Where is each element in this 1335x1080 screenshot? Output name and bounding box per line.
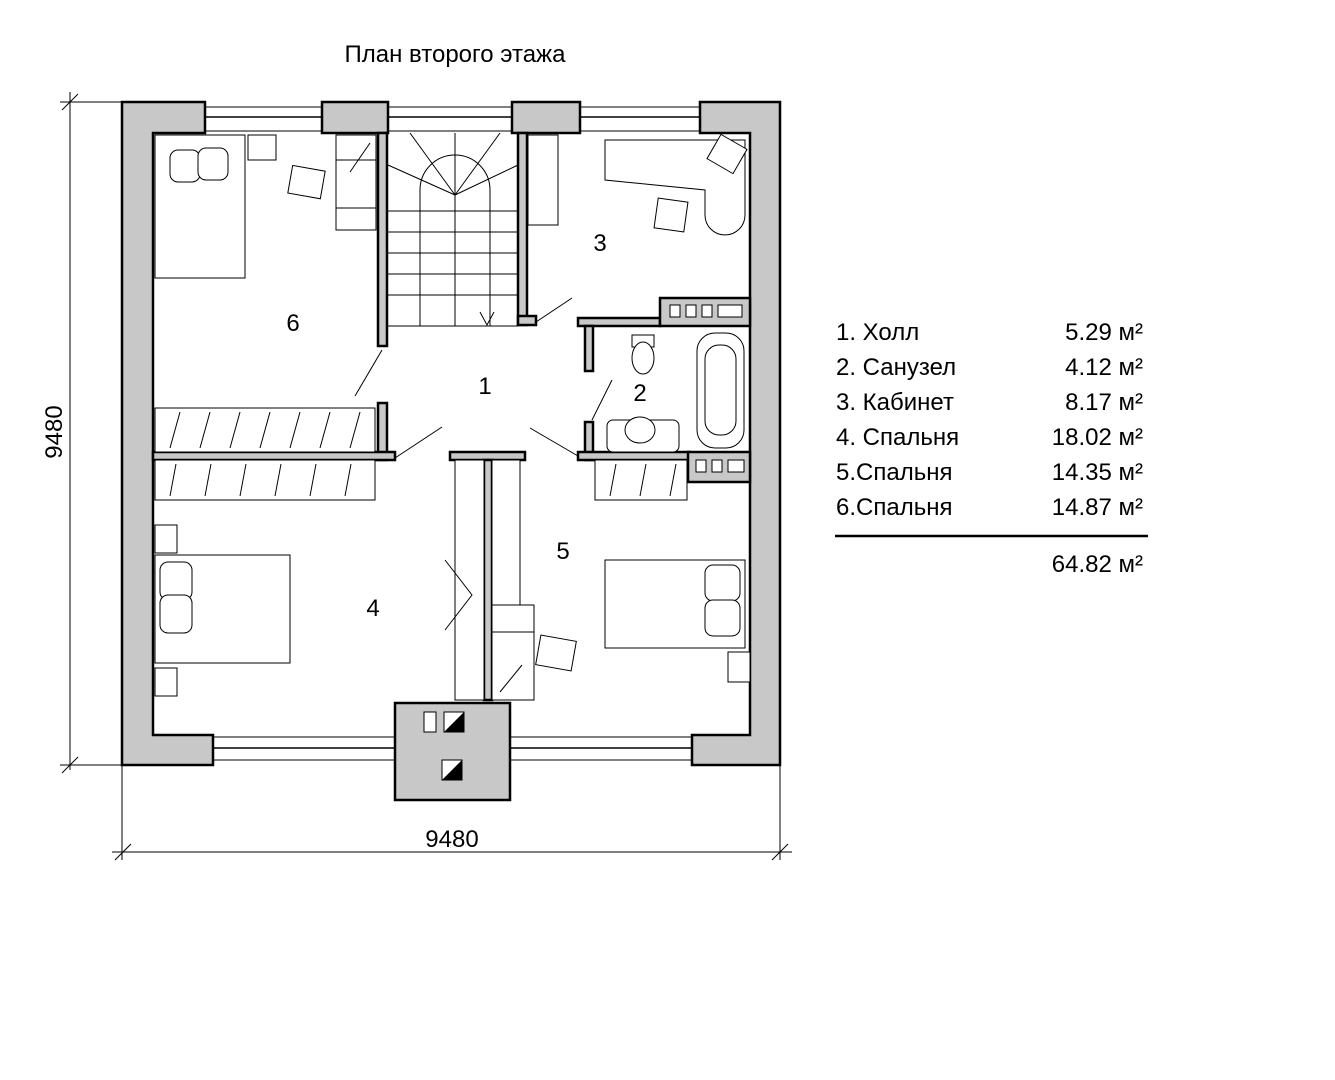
room-number-3: 3 [593, 230, 606, 257]
legend-room-area: 5.29 м² [1065, 319, 1143, 346]
dimension-horizontal: 9480 [112, 765, 792, 861]
legend-room-name: 6.Спальня [836, 494, 952, 521]
width-dimension-label: 9480 [425, 826, 478, 853]
staircase [387, 132, 519, 327]
room-number-5: 5 [556, 538, 569, 565]
room-number-4: 4 [366, 595, 379, 622]
furniture [154, 133, 751, 701]
dimension-vertical: 9480 [41, 92, 122, 774]
room-numbers: 1 2 3 4 5 6 [286, 230, 646, 622]
desk-room-3 [604, 139, 746, 236]
height-dimension-label: 9480 [41, 405, 68, 458]
legend-room-name: 4. Спальня [836, 424, 959, 451]
room-number-2: 2 [633, 380, 646, 407]
room-number-1: 1 [478, 373, 491, 400]
legend-room-area: 8.17 м² [1065, 389, 1143, 416]
area-legend: 1. Холл 5.29 м² 2. Санузел 4.12 м² 3. Ка… [835, 319, 1148, 578]
wardrobe-room-4 [154, 459, 376, 501]
legend-room-name: 1. Холл [836, 319, 919, 346]
outer-walls [120, 100, 782, 767]
legend-room-name: 3. Кабинет [836, 389, 954, 416]
legend-room-area: 18.02 м² [1052, 424, 1143, 451]
legend-room-name: 2. Санузел [836, 354, 956, 381]
chimney [393, 701, 512, 802]
room-number-6: 6 [286, 310, 299, 337]
legend-room-area: 14.87 м² [1052, 494, 1143, 521]
plan-title: План второго этажа [345, 41, 567, 68]
interior-walls [151, 131, 752, 702]
legend-room-area: 14.35 м² [1052, 459, 1143, 486]
door-swings [354, 297, 613, 459]
legend-total-area: 64.82 м² [1052, 551, 1143, 578]
legend-room-name: 5.Спальня [836, 459, 952, 486]
legend-room-area: 4.12 м² [1065, 354, 1143, 381]
